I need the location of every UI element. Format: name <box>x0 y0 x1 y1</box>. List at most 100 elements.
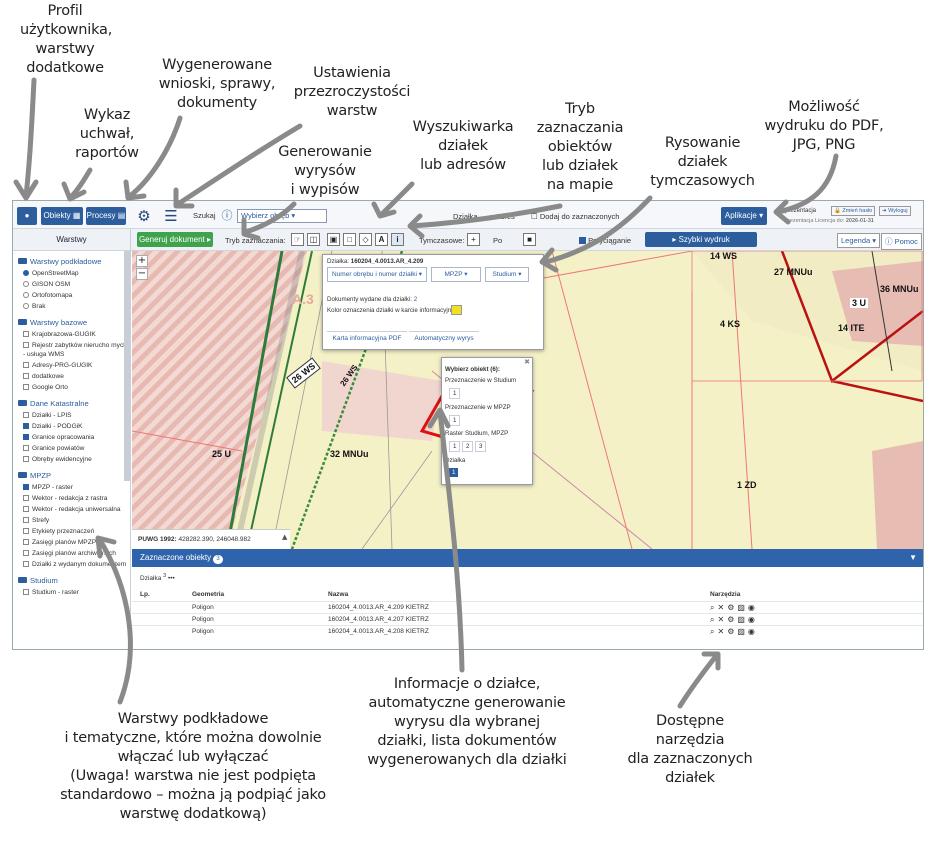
layer-checkbox[interactable] <box>23 539 29 545</box>
layer-item[interactable]: Granice powiatów <box>13 443 130 454</box>
layer-checkbox[interactable] <box>23 506 29 512</box>
close-icon[interactable]: ✖ <box>524 358 530 366</box>
profile-button[interactable]: ● <box>17 207 37 225</box>
layer-checkbox[interactable] <box>23 550 29 556</box>
settings-icon[interactable]: ⚙ <box>727 615 735 624</box>
snapping-checkbox[interactable]: Przyciąganie <box>579 236 631 245</box>
processes-button[interactable]: Procesy ▤ <box>86 207 126 225</box>
layer-radio[interactable] <box>23 281 29 287</box>
layer-checkbox[interactable] <box>23 445 29 451</box>
layer-item[interactable]: Strefy <box>13 515 130 526</box>
raster-1[interactable]: 1 <box>449 441 461 452</box>
applications-button[interactable]: Aplikacje ▾ <box>721 207 767 225</box>
layer-group[interactable]: MPZP <box>13 465 130 482</box>
edit-icon[interactable]: ▨ <box>737 627 745 636</box>
info-card-pdf-button[interactable]: Karta informacyjna PDF <box>327 331 407 346</box>
layer-item[interactable]: Działki - LPIS <box>13 410 130 421</box>
color-swatch-icon[interactable]: ■ <box>523 233 536 246</box>
layer-item[interactable]: MPZP - raster <box>13 482 130 493</box>
layer-item[interactable]: Etykiety przeznaczeń <box>13 526 130 537</box>
mpzp-purpose-1[interactable]: 1 <box>449 415 461 426</box>
layer-checkbox[interactable] <box>23 342 29 348</box>
layer-item[interactable]: OpenStreetMap <box>13 268 130 279</box>
layers-icon[interactable]: ☰ <box>164 207 178 225</box>
zoom-icon[interactable]: ⌕ <box>710 627 715 636</box>
zoom-out-button[interactable]: − <box>136 268 148 280</box>
layer-group[interactable]: Dane Katastralne <box>13 393 130 410</box>
layer-item[interactable]: Adresy-PRG-GUGIK <box>13 360 130 371</box>
delete-icon[interactable]: ✕ <box>717 615 725 624</box>
layer-checkbox[interactable] <box>23 384 29 390</box>
generate-document-button[interactable]: Generuj dokument ▸ <box>137 232 213 247</box>
layer-item[interactable]: Działki - PODGiK <box>13 421 130 432</box>
quick-print-button[interactable]: ▸ Szybki wydruk <box>645 232 757 247</box>
legend-button[interactable]: Legenda ▾ <box>837 233 881 248</box>
multi-select-icon[interactable]: ◫ <box>307 233 320 246</box>
delete-icon[interactable]: ✕ <box>717 603 725 612</box>
layer-group[interactable]: Warstwy bazowe <box>13 312 130 329</box>
layer-item[interactable]: Studium - raster <box>13 587 130 598</box>
zoom-in-button[interactable]: + <box>136 255 148 267</box>
gear-icon[interactable]: ⚙ <box>137 207 151 225</box>
add-to-selected-checkbox[interactable]: ☐ Dodaj do zaznaczonych <box>531 212 620 221</box>
settings-icon[interactable]: ⚙ <box>727 627 735 636</box>
layer-radio[interactable] <box>23 303 29 309</box>
parcel-1[interactable]: 1 <box>449 468 459 477</box>
layer-item[interactable]: Brak <box>13 301 130 312</box>
settings-icon[interactable]: ⚙ <box>727 603 735 612</box>
layer-item[interactable]: dodatkowe <box>13 371 130 382</box>
tab-parcel[interactable]: Działka 3 ••• <box>140 573 175 583</box>
layer-item[interactable]: Zasięgi planów archiwalnych <box>13 548 130 559</box>
district-select[interactable]: Wybierz obręb ▾ <box>237 209 327 223</box>
layer-item[interactable]: Krajobrazowa-GUGIK <box>13 329 130 340</box>
layer-checkbox[interactable] <box>23 484 29 490</box>
sidebar-scrollbar[interactable] <box>124 251 130 481</box>
mpzp-button[interactable]: MPZP ▾ <box>431 267 481 282</box>
layer-item[interactable]: Działki z wydanym dokumentem <box>13 559 130 570</box>
parcel-color-swatch[interactable] <box>451 305 462 315</box>
collapse-panel-icon[interactable]: ▼ <box>909 553 917 562</box>
layer-checkbox[interactable] <box>23 423 29 429</box>
area-select-icon[interactable]: ▣ <box>327 233 340 246</box>
layer-checkbox[interactable] <box>23 495 29 501</box>
layer-item[interactable]: Wektor - redakcja uniwersalna <box>13 504 130 515</box>
target-icon[interactable]: ◉ <box>747 615 755 624</box>
study-purpose-1[interactable]: 1 <box>449 388 461 399</box>
layer-group[interactable]: Studium <box>13 570 130 587</box>
target-icon[interactable]: ◉ <box>747 603 755 612</box>
zoom-icon[interactable]: ⌕ <box>710 615 715 624</box>
add-temporary-icon[interactable]: + <box>467 233 480 246</box>
delete-icon[interactable]: ✕ <box>717 627 725 636</box>
help-button[interactable]: ⓘ Pomoc <box>881 233 922 250</box>
pointer-select-icon[interactable]: ☞ <box>291 233 304 246</box>
auto-extract-button[interactable]: Automatyczny wyrys <box>409 331 479 346</box>
target-icon[interactable]: ◉ <box>747 627 755 636</box>
map-view[interactable]: 25 U 32 MNUu 26 WS 1 ZD 4 KS 14 ITE 3 U … <box>132 251 923 549</box>
layer-radio[interactable] <box>23 292 29 298</box>
layer-radio[interactable] <box>23 270 29 276</box>
objects-button[interactable]: Obiekty ▦ <box>41 207 83 225</box>
layer-checkbox[interactable] <box>23 362 29 368</box>
info-icon[interactable]: ⓘ <box>221 209 233 222</box>
layer-item[interactable]: Ortofotomapa <box>13 290 130 301</box>
raster-3[interactable]: 3 <box>475 441 487 452</box>
edit-icon[interactable]: ▨ <box>737 615 745 624</box>
parcel-number-button[interactable]: Numer obrębu i numer działki ▾ <box>327 267 427 282</box>
layer-checkbox[interactable] <box>23 456 29 462</box>
logout-button[interactable]: ➜ Wyloguj <box>879 206 911 216</box>
study-button[interactable]: Studium ▾ <box>485 267 529 282</box>
collapse-coordinates-icon[interactable]: ▲ <box>282 533 288 541</box>
raster-2[interactable]: 2 <box>462 441 474 452</box>
text-icon[interactable]: A <box>375 233 388 246</box>
layer-checkbox[interactable] <box>23 589 29 595</box>
layer-checkbox[interactable] <box>23 517 29 523</box>
layer-item[interactable]: GISON OSM <box>13 279 130 290</box>
edit-icon[interactable]: ▨ <box>737 603 745 612</box>
address-radio[interactable]: ○ Adres <box>489 212 515 221</box>
layer-group[interactable]: Warstwy podkładowe <box>13 251 130 268</box>
layer-item[interactable]: Zasięgi planów MPZP <box>13 537 130 548</box>
layer-checkbox[interactable] <box>23 373 29 379</box>
